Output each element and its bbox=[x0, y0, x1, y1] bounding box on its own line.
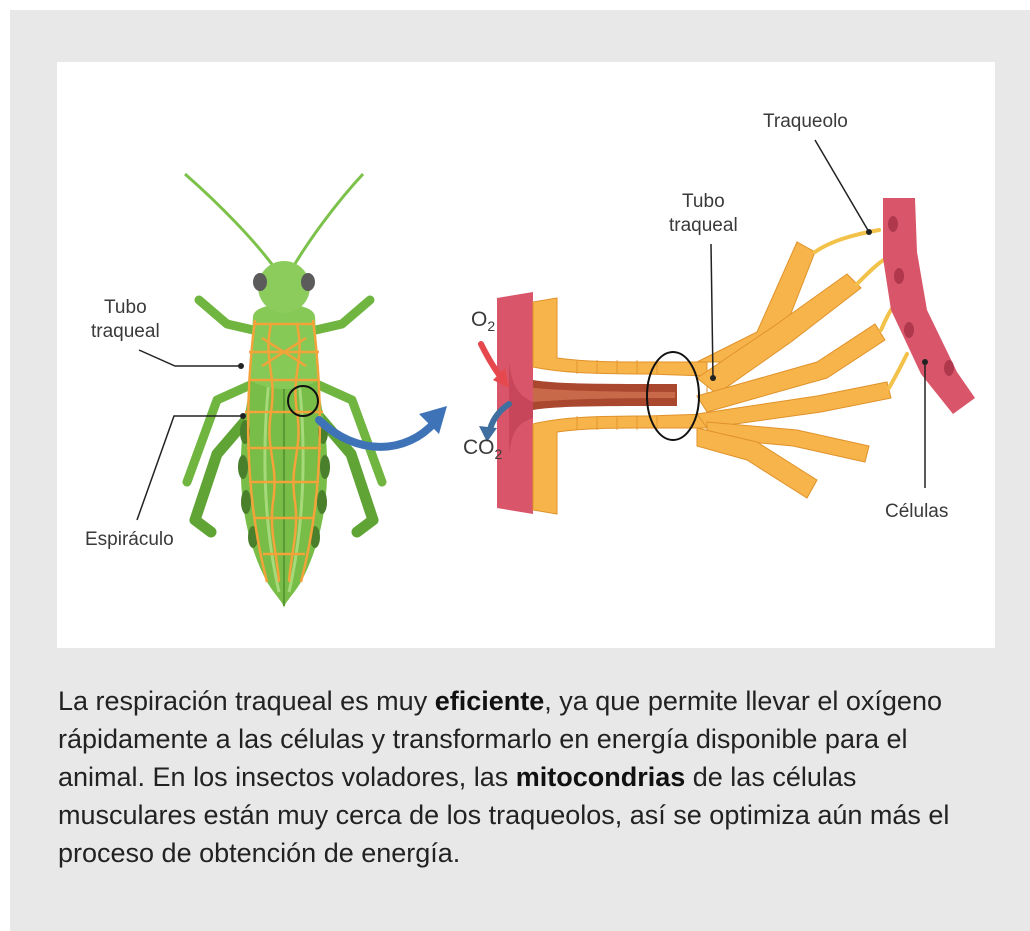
label-o2: O2 bbox=[471, 308, 496, 335]
caption-paragraph: La respiración traqueal es muy eficiente… bbox=[58, 682, 958, 872]
grasshopper-illustration bbox=[136, 172, 387, 608]
zoom-arrow-head bbox=[419, 406, 447, 434]
caption-text-2: , ya que permite llevar el oxígeno rápid… bbox=[58, 686, 942, 792]
caption-text-3: de las células musculares están muy cerc… bbox=[58, 762, 950, 868]
label-tubo-traqueal-detail: Tubo traqueal bbox=[669, 191, 738, 236]
label-traqueolo: Traqueolo bbox=[763, 111, 848, 132]
content-panel: Tubo traqueal Espiráculo Traqueolo Tubo … bbox=[10, 10, 1030, 931]
zoom-arrow bbox=[315, 416, 439, 451]
trachea-detail bbox=[478, 139, 975, 515]
caption-text-1: La respiración traqueal es muy bbox=[58, 686, 435, 716]
label-co2: CO2 bbox=[463, 436, 503, 463]
label-espiraculo: Espiráculo bbox=[85, 529, 174, 550]
caption-bold-eficiente: eficiente bbox=[434, 686, 545, 716]
caption-bold-mitocondrias: mitocondrias bbox=[515, 762, 686, 792]
tracheal-respiration-diagram bbox=[136, 139, 975, 608]
diagram-figure: Tubo traqueal Espiráculo Traqueolo Tubo … bbox=[57, 62, 995, 648]
label-celulas: Células bbox=[885, 501, 949, 522]
label-tubo-traqueal-insect: Tubo traqueal bbox=[91, 297, 160, 342]
